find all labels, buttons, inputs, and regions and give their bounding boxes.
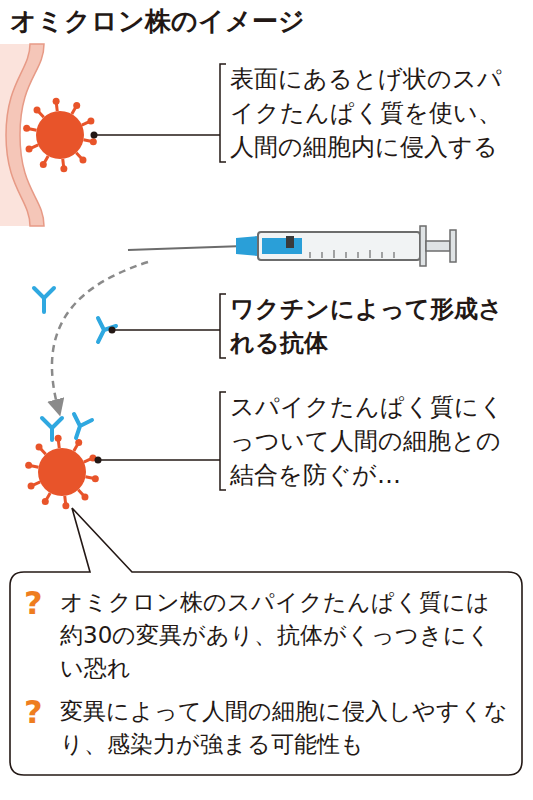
virus-spike [28, 483, 35, 490]
virus-spike [25, 462, 32, 469]
syringe [128, 226, 456, 266]
question-mark: ? [24, 695, 60, 761]
annotation-label: スパイクたんぱく質にくっついて人間の細胞との結合を防ぐが… [230, 390, 522, 492]
leader-line [94, 134, 220, 136]
virus-spike [62, 502, 69, 509]
virus [23, 98, 97, 173]
virus-spike [26, 146, 33, 153]
question-mark: ? [24, 586, 60, 685]
antibody [34, 288, 116, 342]
leader-line [112, 329, 220, 331]
callout-bubble: ?オミクロン株のスパイクたんぱく質には約30の変異があり、抗体がくっつきにくい恐… [12, 574, 522, 773]
virus-spike [60, 165, 67, 172]
virus-spike [81, 494, 88, 501]
virus-spike [23, 125, 30, 132]
virus-spike [55, 435, 62, 442]
annotation-label: 表面にあるとげ状のスパイクたんぱく質を使い、人間の細胞内に侵入する [230, 62, 522, 164]
dashed-arrow [52, 262, 148, 408]
virus-spike [92, 475, 99, 482]
callout-outline [10, 508, 522, 775]
callout-text: オミクロン株のスパイクたんぱく質には約30の変異があり、抗体がくっつきにくい恐れ [60, 586, 508, 685]
bracket [220, 294, 226, 358]
leader-dot [95, 457, 102, 464]
virus-body [38, 448, 86, 496]
virus [25, 435, 99, 510]
virus-spike [53, 98, 60, 105]
bracket [220, 392, 226, 490]
leader-dot [109, 327, 116, 334]
virus-body [36, 111, 84, 159]
virus-spike [40, 161, 47, 168]
title: オミクロン株のイメージ [10, 4, 305, 39]
virus-spike [87, 117, 94, 124]
antibody [42, 414, 92, 440]
leader-dot [91, 132, 98, 139]
annotation-label: ワクチンによって形成される抗体 [230, 292, 522, 360]
virus-spike [90, 138, 97, 145]
leader-line [98, 459, 220, 461]
virus-spike [79, 157, 86, 164]
callout-text: 変異によって人間の細胞に侵入しやすくなり、感染力が強まる可能性も [60, 695, 508, 761]
bracket [220, 64, 226, 162]
virus-spike [34, 106, 41, 113]
virus-spike [36, 443, 43, 450]
virus-spike [73, 102, 80, 109]
virus-spike [42, 498, 49, 505]
